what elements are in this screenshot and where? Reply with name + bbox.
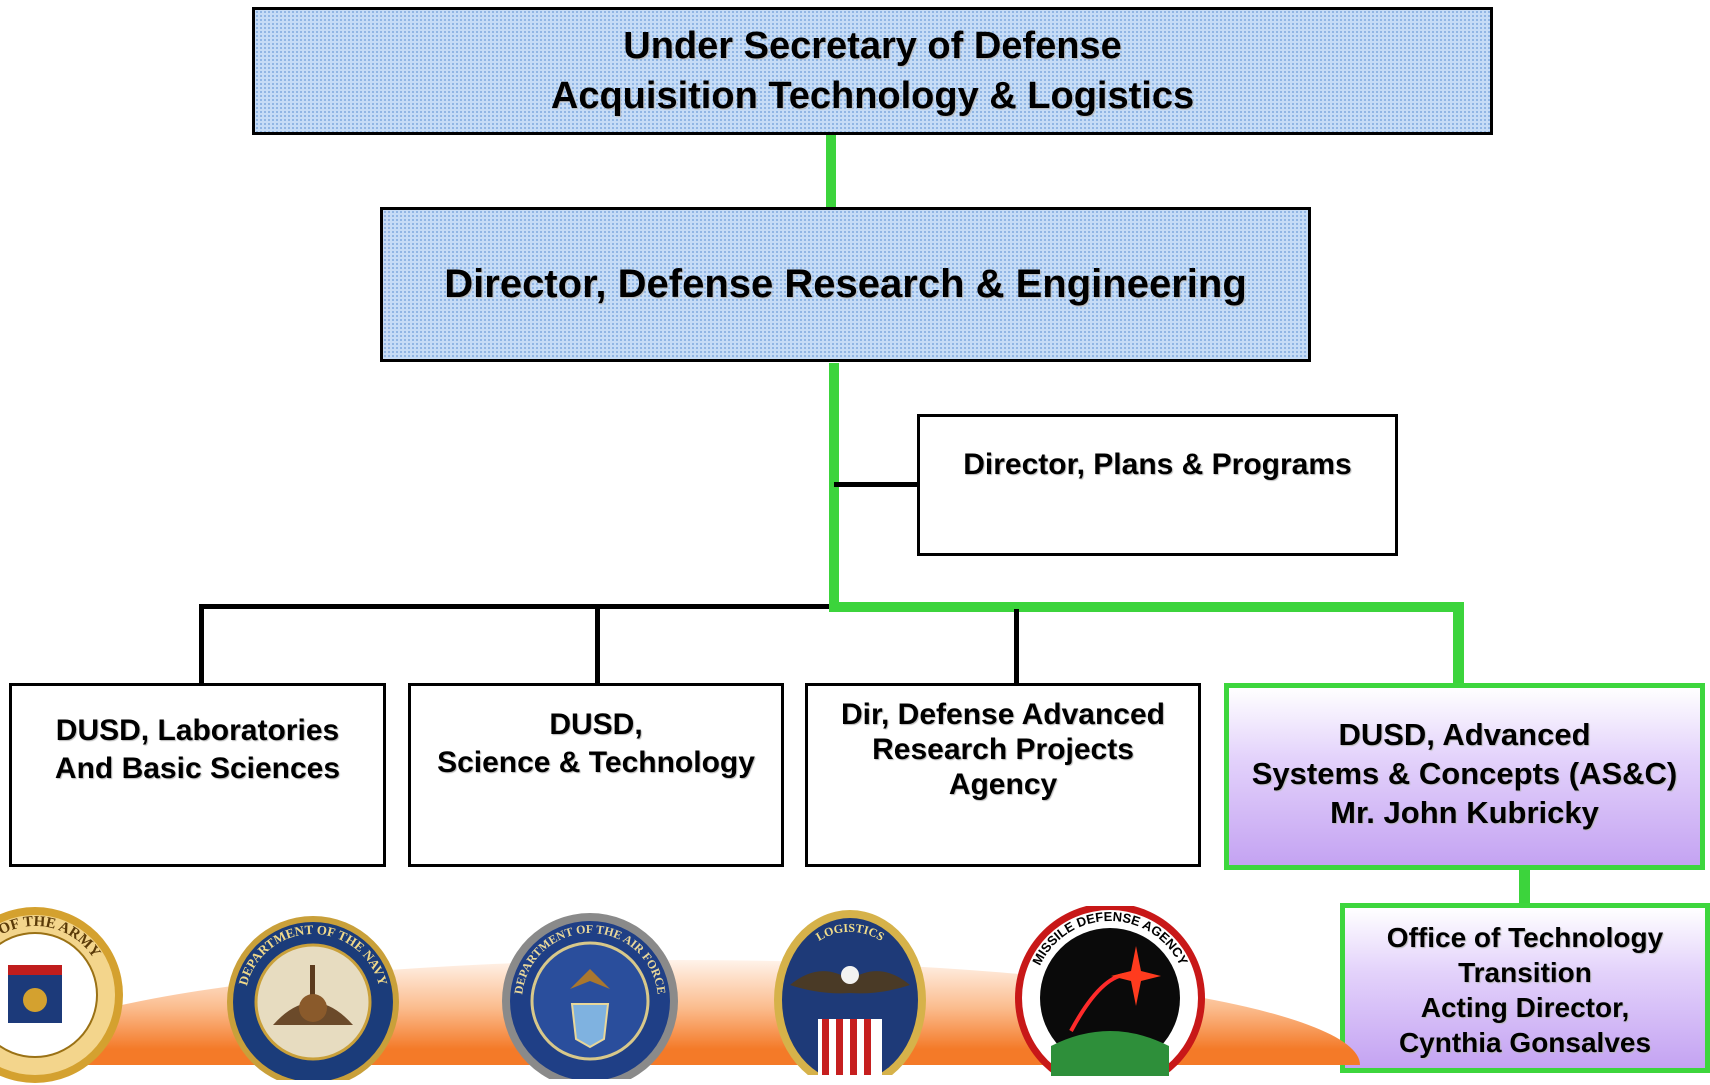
st-line1: DUSD,	[549, 708, 643, 741]
ott-line1: Office of Technology	[1386, 922, 1664, 953]
asc-line3: Mr. John Kubricky	[1330, 795, 1599, 830]
plans-programs-box: Director, Plans & Programs	[917, 414, 1398, 556]
connector-asc	[1453, 602, 1464, 684]
connector-bus-left	[199, 604, 835, 609]
dla-seal: LOGISTICS	[774, 910, 926, 1075]
lab-line2: And Basic Sciences	[54, 752, 341, 785]
ddre-label: Director, Defense Research & Engineering	[444, 262, 1247, 306]
connector-top	[826, 133, 836, 207]
lab-line1: DUSD, Laboratories	[55, 714, 340, 747]
connector-ddre-down	[829, 363, 839, 611]
dusd-lab-box: DUSD, Laboratories And Basic Sciences	[9, 683, 386, 867]
st-line2: Science & Technology	[437, 746, 755, 779]
connector-bus-right	[829, 602, 1464, 612]
army-seal: ENT OF THE ARMY	[0, 907, 123, 1083]
ott-line4: Cynthia Gonsalves	[1398, 1027, 1652, 1058]
ott-line3: Acting Director,	[1420, 992, 1630, 1023]
mda-seal: MISSILE DEFENSE AGENCY	[1015, 906, 1205, 1076]
dusd-asc-box: DUSD, Advanced Systems & Concepts (AS&C)…	[1224, 683, 1705, 870]
usd-atl-line2: Acquisition Technology & Logistics	[550, 75, 1195, 117]
connector-st	[595, 606, 600, 684]
connector-darpa	[1014, 609, 1019, 684]
dusd-st-box: DUSD, Science & Technology	[408, 683, 784, 867]
darpa-box: Dir, Defense Advanced Research Projects …	[805, 683, 1201, 867]
usd-atl-box: Under Secretary of Defense Acquisition T…	[252, 7, 1493, 135]
darpa-line2: Research Projects	[872, 733, 1134, 766]
plans-label: Director, Plans & Programs	[963, 448, 1352, 481]
asc-line1: DUSD, Advanced	[1338, 717, 1591, 752]
connector-lab	[199, 606, 204, 684]
darpa-line1: Dir, Defense Advanced	[840, 698, 1165, 731]
darpa-line3: Agency	[948, 768, 1058, 801]
ott-line2: Transition	[1458, 957, 1592, 988]
navy-seal: DEPARTMENT OF THE NAVY	[227, 916, 399, 1080]
asc-line2: Systems & Concepts (AS&C)	[1251, 756, 1678, 791]
ddre-box: Director, Defense Research & Engineering	[380, 207, 1311, 362]
air-force-seal: DEPARTMENT OF THE AIR FORCE	[502, 913, 678, 1079]
connector-plans	[834, 482, 919, 487]
usd-atl-line1: Under Secretary of Defense	[623, 25, 1122, 67]
connector-ott	[1519, 868, 1530, 906]
ott-box: Office of Technology Transition Acting D…	[1340, 903, 1710, 1073]
